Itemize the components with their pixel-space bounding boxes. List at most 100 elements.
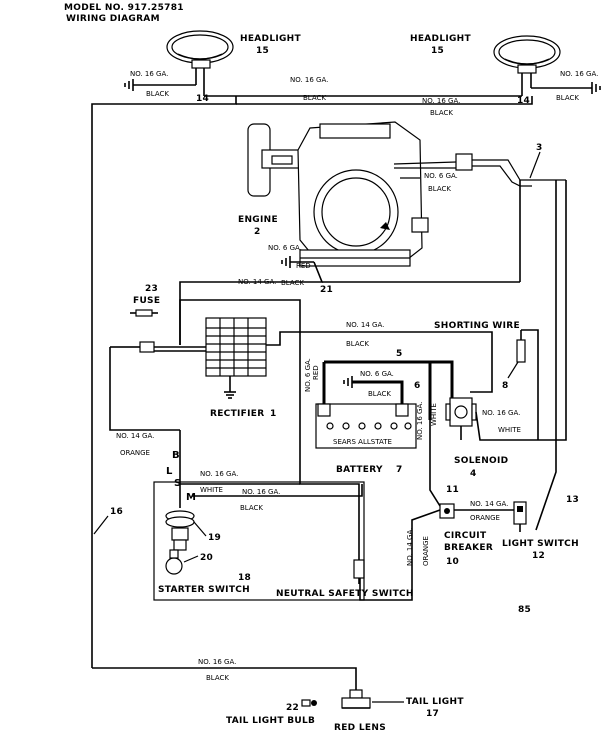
wire-label-engine-14-color: BLACK (281, 279, 304, 287)
engine-number: 2 (254, 227, 261, 237)
right-harness-wire-b (556, 180, 567, 441)
battery-brand: SEARS ALLSTATE (333, 438, 392, 446)
harness-right-a (472, 159, 566, 181)
rectifier-ground-symbol (224, 376, 236, 399)
right-harness-wire (535, 180, 557, 531)
neutral-switch-wire (299, 332, 360, 560)
wire-label-right-gauge: NO. 16 GA. (560, 70, 598, 78)
wire-label-engine-gauge: NO. 6 GA. (424, 172, 458, 180)
red-lens-label: RED LENS (334, 723, 386, 733)
headlight-right-label: HEADLIGHT (410, 34, 472, 44)
rectifier-label: RECTIFIER (210, 409, 264, 419)
wire-label-breaker-left-gauge: NO. 14 GA. (406, 528, 414, 566)
wire-label-tail-color: BLACK (206, 674, 229, 682)
wire-label-tail-gauge: NO. 16 GA. (198, 658, 236, 666)
wire-label-left-color: BLACK (146, 90, 169, 98)
tail-light (341, 689, 371, 709)
ground-symbol-left (124, 79, 134, 91)
wire-label-m-color: BLACK (240, 504, 263, 512)
headlight-left (166, 30, 234, 96)
starter-switch-box (153, 481, 365, 601)
callout-20-leader (183, 555, 199, 563)
battery-solenoid-cable (430, 360, 454, 398)
wire-label-solenoid-gauge: NO. 16 GA. (482, 409, 520, 417)
engine (247, 121, 429, 267)
tail-light-label: TAIL LIGHT (406, 697, 464, 707)
callout-20: 20 (200, 553, 213, 563)
wire-label-top-gauge: NO. 16 GA. (422, 97, 460, 105)
terminal-m: M (186, 492, 196, 503)
harness-top-wire (236, 96, 533, 105)
callout-21: 21 (320, 285, 333, 295)
wire-label-engine-14-gauge: NO. 14 GA. (238, 278, 276, 286)
battery-number: 7 (396, 465, 403, 475)
terminal-b: B (172, 450, 180, 461)
shorting-wire-main (300, 331, 493, 393)
solenoid-white-wire (475, 411, 556, 441)
harness-right-b (472, 165, 532, 187)
circuit-breaker-label-2: BREAKER (444, 543, 493, 553)
wire-label-solenoid-left-gauge: NO. 16 GA. (416, 402, 424, 440)
wire-label-breaker-color: ORANGE (470, 514, 500, 522)
solenoid (445, 397, 477, 440)
wire-label-link-color: BLACK (303, 94, 326, 102)
tail-light-wire (92, 667, 357, 690)
callout-14-left: 14 (196, 94, 209, 104)
engine-ground-symbol (281, 256, 291, 268)
callout-14-right: 14 (517, 96, 530, 106)
orange-wire-loop (109, 347, 180, 431)
wire-label-solenoid-color: WHITE (498, 426, 521, 434)
battery-label: BATTERY (336, 465, 383, 475)
wire-label-m-gauge: NO. 16 GA. (242, 488, 280, 496)
model-number: MODEL NO. 917.25781 (64, 3, 184, 13)
callout-6: 6 (414, 381, 421, 391)
callout-5: 5 (396, 349, 403, 359)
neutral-safety-switch-label: NEUTRAL SAFETY SWITCH (276, 589, 414, 599)
rectifier-number: 1 (270, 409, 277, 419)
tail-light-bulb-label: TAIL LIGHT BULB (226, 716, 315, 726)
wire-label-top-color: BLACK (430, 109, 453, 117)
wire-label-right-color: BLACK (556, 94, 579, 102)
circuit-breaker-number: 10 (446, 557, 459, 567)
tail-light-bulb (301, 699, 317, 707)
ground-symbol-right (591, 82, 601, 94)
callout-8-leader (507, 361, 519, 379)
diagram-title: WIRING DIAGRAM (66, 14, 160, 24)
rectifier-output-wire (266, 312, 301, 346)
headlight-left-number: 15 (256, 46, 269, 56)
neutral-safety-switch (353, 559, 365, 584)
wire-label-batt-left-gauge: NO. 6 GA. (304, 358, 312, 392)
callout-19: 19 (208, 533, 221, 543)
light-switch-label: LIGHT SWITCH (502, 539, 579, 549)
shorting-wire-connector (516, 330, 526, 363)
connector-plug (126, 341, 155, 353)
callout-13: 13 (566, 495, 579, 505)
headlight-right-number: 15 (431, 46, 444, 56)
page-number: 85 (518, 605, 531, 615)
breaker-left-wire (359, 509, 441, 601)
engine-label: ENGINE (238, 215, 278, 225)
wire-label-batt-left-color: RED (312, 365, 320, 380)
callout-19-leader (193, 521, 207, 537)
fuse (130, 309, 158, 317)
circuit-breaker (439, 503, 455, 519)
starter-m-wire (192, 484, 363, 497)
headlight-left-label: HEADLIGHT (240, 34, 302, 44)
tail-light-bulb-number: 22 (286, 703, 299, 713)
wire-label-s-color: WHITE (200, 486, 223, 494)
wire-label-red-color: RED (296, 262, 311, 270)
starter-switch-label: STARTER SWITCH (158, 585, 250, 595)
circuit-breaker-label-1: CIRCUIT (444, 531, 487, 541)
harness-connector (455, 153, 473, 171)
wire-label-shorting-gauge: NO. 14 GA. (346, 321, 384, 329)
wire-label-batt-ground-color: BLACK (368, 390, 391, 398)
wire-label-left-gauge: NO. 16 GA. (130, 70, 168, 78)
wire-label-link-gauge: NO. 16 GA. (290, 76, 328, 84)
wire-label-breaker-left-color: ORANGE (422, 536, 430, 566)
engine-harness-a (393, 161, 457, 165)
wire-label-breaker-gauge: NO. 14 GA. (470, 500, 508, 508)
battery-ground-cable (352, 380, 404, 404)
wire-label-orange-gauge: NO. 14 GA. (116, 432, 154, 440)
starter-bulb (165, 549, 183, 575)
